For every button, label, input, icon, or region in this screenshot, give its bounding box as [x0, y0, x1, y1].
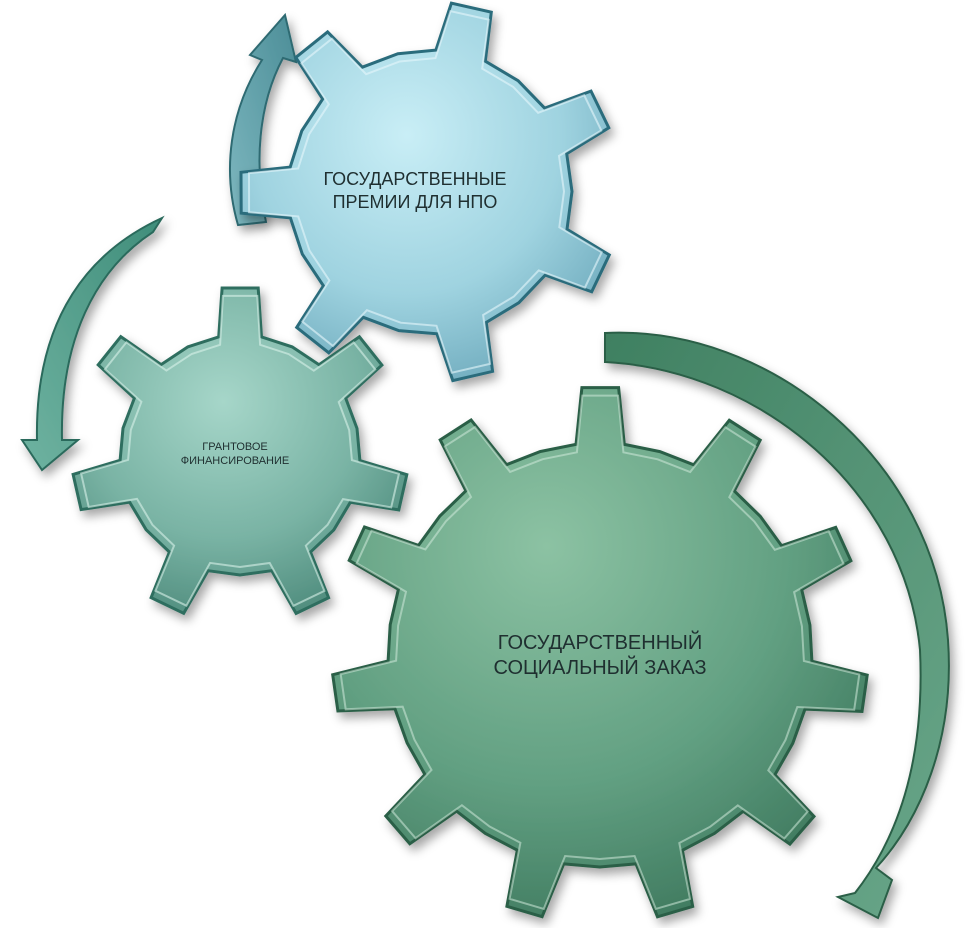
gear-label-grant-financing: ГРАНТОВОЕ ФИНАНСИРОВАНИЕ — [150, 441, 320, 469]
gear-label-line: ГРАНТОВОЕ — [202, 441, 268, 453]
gear-label-line: СОЦИАЛЬНЫЙ ЗАКАЗ — [493, 657, 707, 679]
gear-left-icon — [71, 286, 409, 616]
gear-label-state-awards: ГОСУДАРСТВЕННЫЕ ПРЕМИИ ДЛЯ НПО — [300, 168, 530, 213]
gear-label-line: ФИНАНСИРОВАНИЕ — [180, 454, 290, 467]
gear-big-icon — [331, 386, 869, 919]
gear-top-icon — [239, 1, 612, 383]
gear-label-line: ГОСУДАРСТВЕННЫЕ — [323, 169, 507, 189]
gear-label-line: ПРЕМИИ ДЛЯ НПО — [332, 191, 498, 212]
arrow-down-left-icon — [20, 215, 165, 472]
gear-label-line: ГОСУДАРСТВЕННЫЙ — [497, 632, 703, 654]
arrow-down-right-icon — [604, 331, 950, 920]
gear-label-state-social-order: ГОСУДАРСТВЕННЫЙ СОЦИАЛЬНЫЙ ЗАКАЗ — [450, 631, 750, 681]
